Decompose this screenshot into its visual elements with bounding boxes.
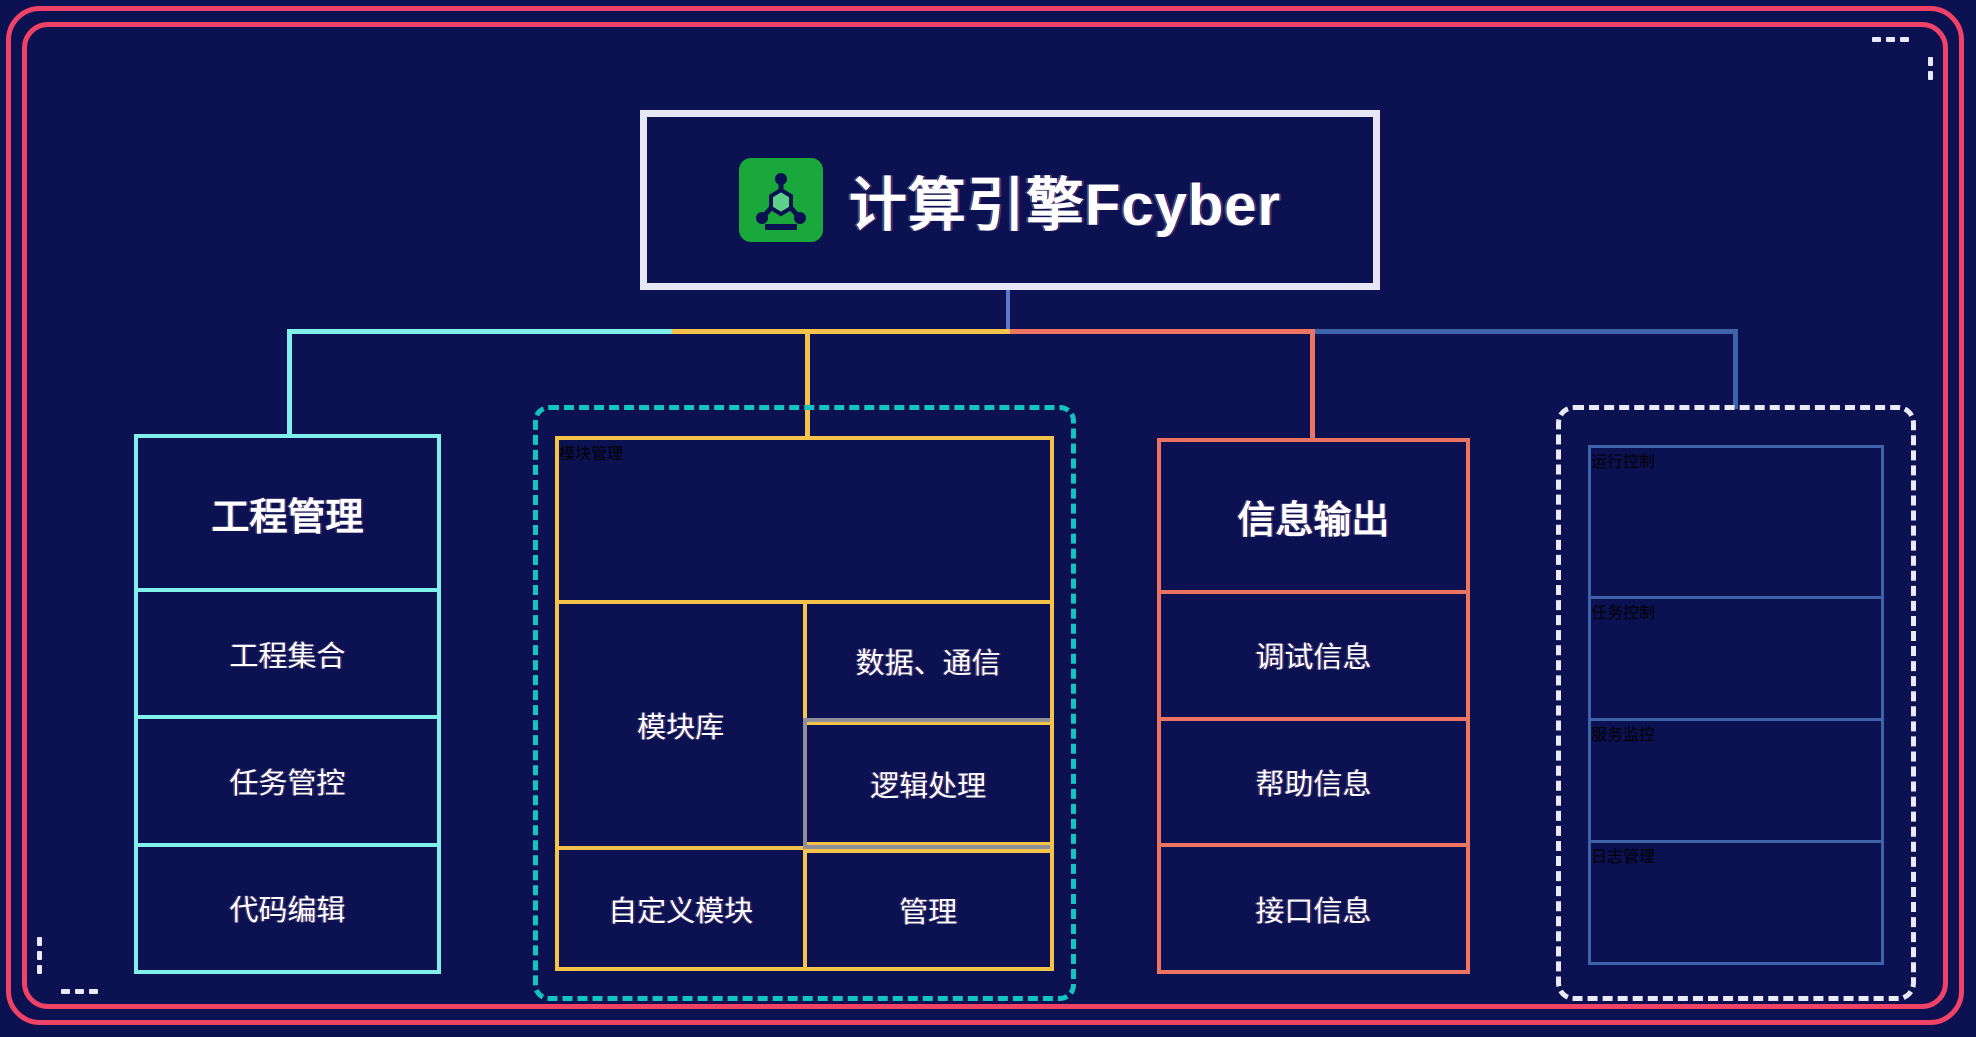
drop-line-col3 — [1310, 329, 1315, 439]
column-header-project-management: 工程管理 — [138, 438, 437, 592]
molecule-node-icon — [738, 158, 823, 242]
list-item-service-monitor[interactable]: 服务监控 — [1591, 721, 1881, 843]
cell-logic-processing[interactable]: 逻辑处理 — [802, 717, 1050, 850]
drop-line-col2 — [805, 329, 810, 439]
connector-stem — [1006, 290, 1010, 331]
column-information-output[interactable]: 信息输出 调试信息 帮助信息 接口信息 — [1157, 438, 1470, 974]
drop-line-col1 — [287, 329, 292, 436]
module-grid-left-column: 模块库 自定义模块 — [559, 604, 807, 967]
list-item-debug-info[interactable]: 调试信息 — [1161, 594, 1466, 721]
cell-module-library[interactable]: 模块库 — [559, 604, 803, 851]
bus-segment-blue — [1314, 329, 1738, 334]
corner-tick-mark — [89, 989, 98, 994]
dashed-outline-module-management — [533, 405, 1076, 1001]
cell-management[interactable]: 管理 — [806, 849, 1050, 967]
app-title-card[interactable]: 计算引擎Fcyber — [640, 110, 1380, 290]
corner-tick-mark — [1928, 71, 1933, 80]
list-item-interface-info[interactable]: 接口信息 — [1255, 895, 1372, 928]
cell-data-communication[interactable]: 数据、通信 — [855, 647, 1001, 680]
column-header-module-management: 模块管理 — [559, 440, 1050, 604]
corner-tick-mark — [75, 989, 84, 994]
corner-tick-mark — [1872, 37, 1881, 42]
module-grid-right-column: 数据、通信 逻辑处理 管理 — [802, 604, 1050, 967]
column-module-management[interactable]: 模块管理 模块库 自定义模块 数据、通信 逻辑处理 管理 — [533, 405, 1076, 1001]
panel-body: 运行控制 任务控制 服务监控 日志管理 — [1588, 445, 1884, 965]
cell-custom-module[interactable]: 自定义模块 — [608, 895, 754, 928]
corner-tick-mark — [37, 951, 42, 960]
bus-segment-salmon — [1010, 329, 1314, 334]
corner-tick-mark — [1928, 57, 1933, 66]
list-item-task-control[interactable]: 任务管控 — [138, 719, 437, 847]
list-item-code-editing[interactable]: 代码编辑 — [229, 895, 346, 928]
panel-body: 工程管理 工程集合 任务管控 代码编辑 — [134, 434, 441, 974]
bus-segment-cyan — [287, 329, 672, 334]
corner-tick-mark — [37, 965, 42, 974]
column-runtime-control[interactable]: 运行控制 任务控制 服务监控 日志管理 — [1556, 405, 1916, 1001]
drop-line-col4 — [1733, 329, 1738, 409]
column-header-information-output: 信息输出 — [1161, 442, 1466, 594]
list-item-log-management[interactable]: 日志管理 — [1591, 849, 1656, 866]
panel-body: 信息输出 调试信息 帮助信息 接口信息 — [1157, 438, 1470, 974]
list-item-project-collection[interactable]: 工程集合 — [138, 592, 437, 720]
list-item-task-control[interactable]: 任务控制 — [1591, 599, 1881, 721]
page-title: 计算引擎Fcyber — [848, 173, 1282, 238]
list-item-help-info[interactable]: 帮助信息 — [1161, 721, 1466, 848]
corner-tick-mark — [61, 989, 70, 994]
corner-tick-mark — [37, 937, 42, 946]
column-project-management[interactable]: 工程管理 工程集合 任务管控 代码编辑 — [134, 434, 441, 974]
column-header-runtime-control: 运行控制 — [1591, 448, 1881, 599]
module-grid: 模块库 自定义模块 数据、通信 逻辑处理 管理 — [559, 604, 1050, 967]
corner-tick-mark — [1886, 37, 1895, 42]
panel-body: 模块管理 模块库 自定义模块 数据、通信 逻辑处理 管理 — [555, 436, 1054, 971]
dashed-outline-runtime-control — [1556, 405, 1916, 1001]
bus-segment-gold — [672, 329, 1010, 334]
corner-tick-mark — [1900, 37, 1909, 42]
